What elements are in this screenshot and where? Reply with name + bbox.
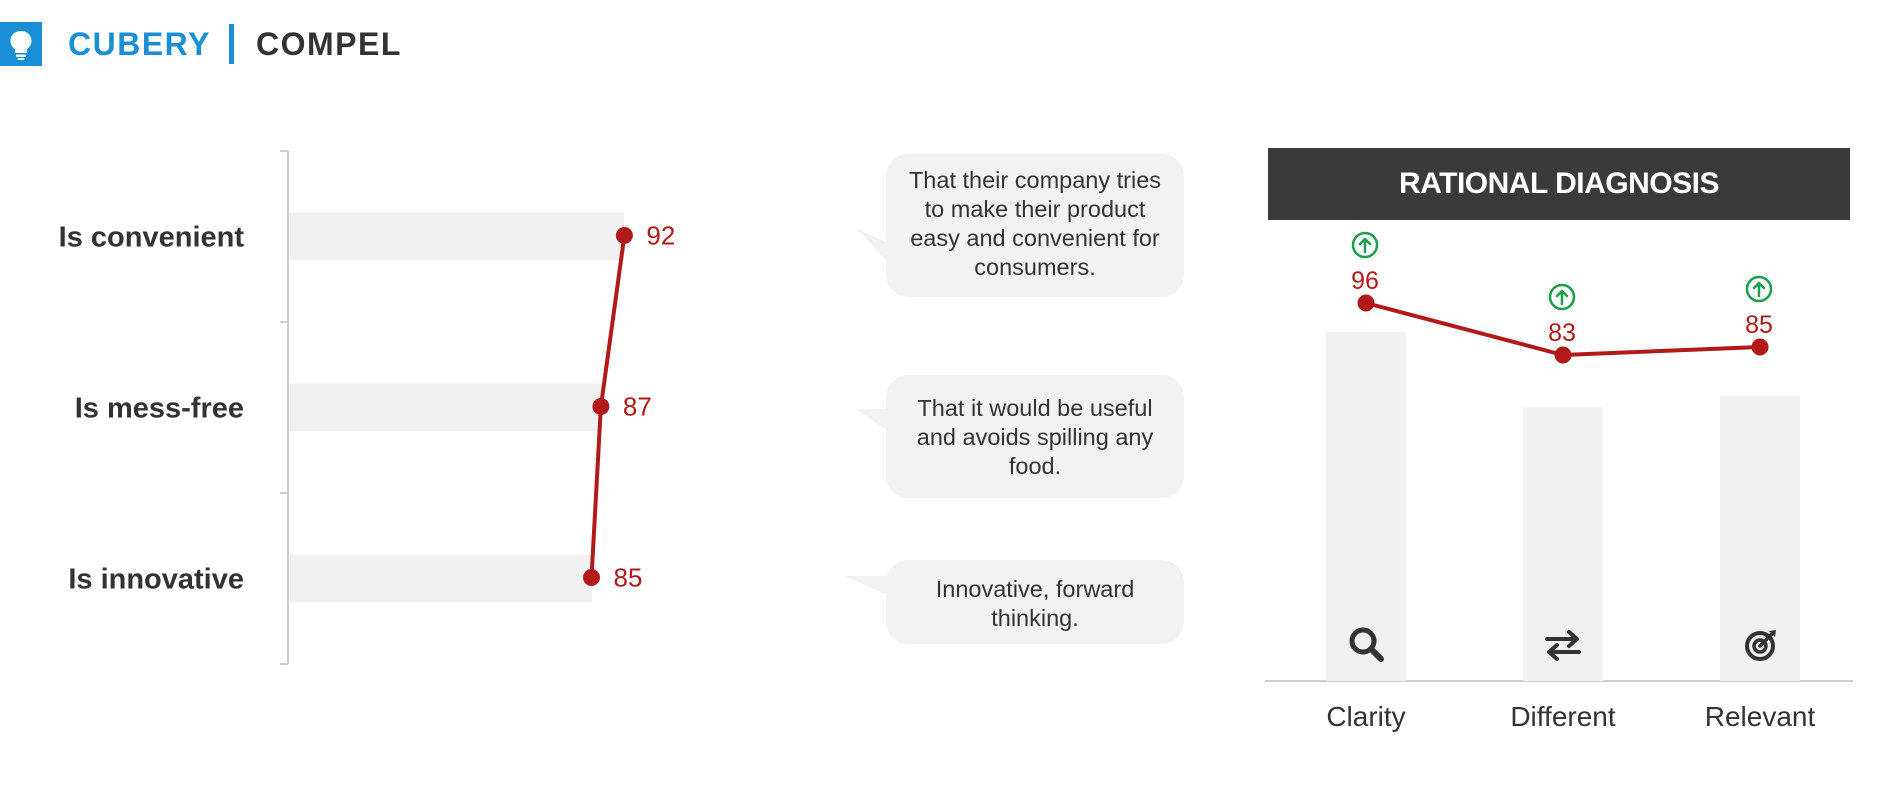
category-label: Is innovative — [68, 564, 244, 596]
x-tick-label: Different — [1510, 701, 1616, 732]
lightbulb-icon — [10, 31, 32, 60]
quote-text: Innovative, forward thinking. — [935, 576, 1135, 631]
data-point — [1554, 346, 1572, 364]
arrow-right — [1545, 630, 1579, 648]
target-arrow-head — [1769, 630, 1776, 637]
data-label: 85 — [614, 563, 643, 593]
bar — [289, 212, 625, 261]
bar — [1326, 332, 1406, 681]
search-icon-lens — [1349, 627, 1377, 655]
category-label: Is mess-free — [75, 393, 244, 425]
trend-up-ring — [1548, 283, 1576, 311]
bar — [289, 554, 592, 603]
brand-logo — [0, 22, 42, 66]
data-point — [615, 227, 633, 244]
trend-up-ring — [1351, 231, 1379, 259]
product-name: COMPEL — [256, 26, 402, 62]
target-icon — [1745, 630, 1776, 661]
bar — [289, 383, 602, 432]
data-point — [583, 569, 600, 586]
data-label: 87 — [623, 392, 652, 422]
x-tick-label: Relevant — [1705, 701, 1816, 732]
trend-up-arrow — [1752, 281, 1766, 298]
brand-divider — [229, 24, 234, 64]
data-label: 85 — [1745, 311, 1773, 339]
trend-up-ring — [1745, 275, 1773, 303]
target-ring-outer — [1745, 631, 1775, 661]
quote-bubble: That it would be useful and avoids spill… — [886, 375, 1184, 498]
trend-up-arrow — [1358, 237, 1372, 254]
quote-text: That it would be useful and avoids spill… — [916, 395, 1154, 479]
quote-bubble: That their company tries to make their p… — [886, 154, 1184, 297]
search-icon-handle — [1368, 646, 1384, 662]
category-label: Is convenient — [59, 222, 245, 254]
data-label: 83 — [1548, 319, 1576, 347]
brand-name: CUBERY — [68, 26, 211, 62]
rational-diagnosis-title: RATIONAL DIAGNOSIS — [1268, 148, 1850, 220]
target-arrow — [1758, 632, 1774, 648]
target-ring-inner — [1752, 638, 1768, 654]
data-label: 96 — [1351, 267, 1379, 295]
data-point — [1751, 338, 1769, 356]
bar — [1523, 407, 1603, 681]
data-point — [592, 398, 610, 415]
trend-up-icon — [1351, 231, 1379, 259]
quote-bubble: Innovative, forward thinking. — [886, 560, 1184, 644]
quote-text: That their company tries to make their p… — [908, 167, 1162, 280]
search-icon — [1349, 627, 1384, 662]
data-point — [1357, 294, 1375, 312]
trend-up-icon — [1745, 275, 1773, 303]
trend-up-icon — [1548, 283, 1576, 311]
data-label: 92 — [646, 221, 675, 251]
trend-up-arrow — [1555, 289, 1569, 306]
arrow-left — [1547, 643, 1581, 661]
bar — [1720, 395, 1800, 681]
x-tick-label: Clarity — [1326, 701, 1405, 732]
swap-arrows-icon — [1545, 630, 1581, 661]
